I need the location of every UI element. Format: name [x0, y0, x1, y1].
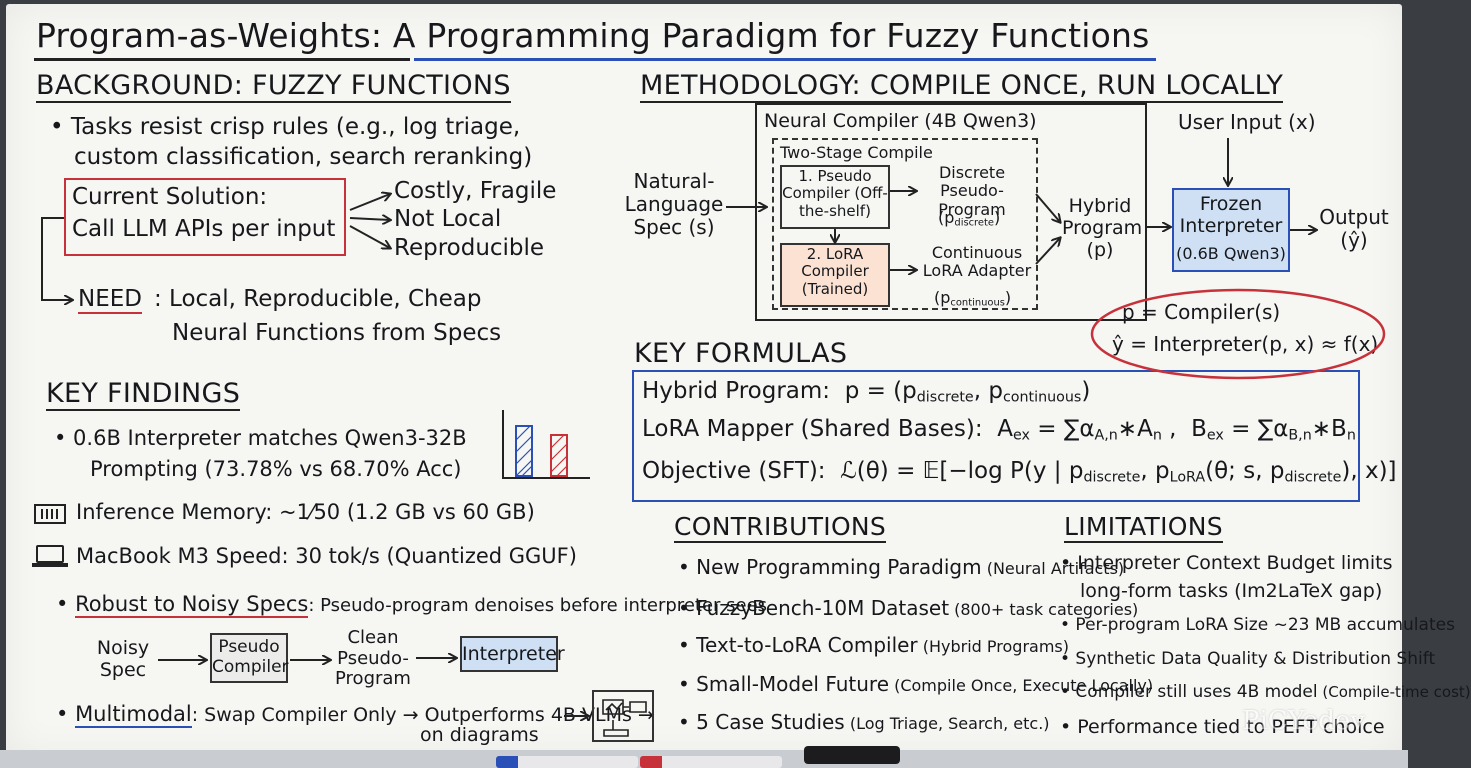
formula-objective: Objective (SFT): ℒ(θ) = 𝔼[−log P(y | pdi… [642, 458, 1397, 486]
drawback-costly: Costly, Fragile [394, 178, 557, 204]
background-bullet-line2: custom classification, search reranking) [74, 144, 533, 170]
limitation-item-line2: long-form tasks (Im2LaTeX gap) [1080, 580, 1383, 602]
robust-label: Robust to Noisy Specs [75, 592, 309, 618]
noisy-spec-label: Noisy Spec [96, 637, 150, 681]
drawback-not-local: Not Local [394, 206, 502, 232]
multimodal-line2: on diagrams [420, 724, 539, 746]
need-label: NEED [78, 286, 142, 314]
findings-heading: KEY FINDINGS [46, 378, 241, 411]
discrete-symbol: (pdiscrete) [938, 208, 1001, 229]
contribution-item: • New Programming Paradigm (Neural Artif… [678, 555, 1125, 579]
lora-compiler-label: 2. LoRA Compiler (Trained) [801, 245, 869, 298]
formula-lora-mapper: LoRA Mapper (Shared Bases): Aex = ∑αA,n∗… [642, 416, 1356, 444]
mini-bar-red [550, 434, 568, 477]
limitation-item: • Compiler still uses 4B model (Compile-… [1060, 682, 1471, 702]
arrow-discrete-to-hybrid [1035, 193, 1060, 222]
limitation-item: • Interpreter Context Budget limits [1060, 552, 1393, 574]
mini-bar-blue [515, 425, 533, 477]
finding-robust: • Robust to Noisy Specs: Pseudo-program … [56, 592, 768, 618]
robust-rest: : Pseudo-program denoises before interpr… [308, 595, 768, 616]
lora-compiler-box [780, 243, 890, 307]
memory-chip-icon [34, 504, 66, 524]
need-line1: : Local, Reproducible, Cheap [154, 286, 482, 312]
interpreter-small-box [460, 636, 558, 672]
diagram-icon-glyph [602, 699, 647, 737]
contribution-item: • Small-Model Future (Compile Once, Exec… [678, 672, 1154, 696]
limitation-item: • Per-program LoRA Size ~23 MB accumulat… [1060, 615, 1455, 635]
arrow-to-need [41, 217, 72, 300]
diagram-icon [592, 690, 654, 742]
background-heading: BACKGROUND: FUZZY FUNCTIONS [36, 70, 511, 103]
methodology-heading: METHODOLOGY: COMPILE ONCE, RUN LOCALLY [640, 70, 1284, 103]
whiteboard: Program-as-Weights: A Programming Paradi… [6, 4, 1471, 756]
current-solution-box [64, 178, 346, 256]
drawback-reproducible: Reproducible [394, 235, 545, 261]
formulas-heading: KEY FORMULAS [634, 338, 848, 369]
formulas-box [632, 370, 1360, 502]
arrow-continuous-to-hybrid [1035, 238, 1060, 265]
watermark: PiCYodev [1242, 706, 1365, 736]
formula-ellipse [1090, 288, 1386, 380]
limitations-heading: LIMITATIONS [1064, 512, 1223, 543]
arrow-to-not-local [349, 218, 390, 220]
connector-layer [41, 138, 1386, 737]
mini-chart-axes [502, 410, 590, 479]
clean-pseudo-label: Clean Pseudo-Program [335, 627, 411, 690]
user-input-label: User Input (x) [1178, 110, 1316, 134]
laptop-base [32, 563, 68, 567]
pseudo-compiler-label: 1. Pseudo Compiler (Off-the-shelf) [782, 167, 888, 220]
finding-multimodal: • Multimodal: Swap Compiler Only → Outpe… [56, 702, 654, 728]
interpreter-small-label: Interpreter [462, 643, 565, 665]
need-line2: Neural Functions from Specs [172, 320, 502, 346]
limitation-item: • Performance tied to PEFT choice [1060, 716, 1385, 738]
spec-label: Natural-Language Spec (s) [624, 169, 724, 239]
finding-memory: Inference Memory: ~1⁄50 (1.2 GB vs 60 GB… [76, 500, 535, 524]
neural-compiler-box [755, 103, 1147, 321]
finding-1-line2: Prompting (73.78% vs 68.70% Acc) [90, 457, 462, 481]
marker-red[interactable] [640, 756, 782, 768]
current-solution-line2: Call LLM APIs per input [72, 216, 336, 242]
arrow-to-costly [349, 194, 390, 211]
contribution-item: • 5 Case Studies (Log Triage, Search, et… [678, 710, 1050, 734]
two-stage-box [772, 138, 1038, 310]
continuous-output-label: Continuous LoRA Adapter [922, 243, 1032, 281]
contribution-item: • Text-to-LoRA Compiler (Hybrid Programs… [678, 633, 1070, 657]
hybrid-program-label: Hybrid Program (p) [1062, 195, 1143, 261]
marker-blue[interactable] [496, 756, 638, 768]
title-underline-blue [414, 58, 1156, 61]
contribution-item: • FuzzyBench-10M Dataset (800+ task cate… [678, 596, 1139, 620]
pseudo-compiler-small-box [210, 633, 288, 683]
contributions-heading: CONTRIBUTIONS [674, 512, 887, 543]
formula-hybrid: Hybrid Program: p = (pdiscrete, pcontinu… [642, 378, 1091, 406]
current-solution-line1: Current Solution: [72, 184, 268, 210]
continuous-symbol: (pcontinuous) [934, 288, 1012, 309]
multimodal-label: Multimodal [75, 702, 192, 728]
pseudo-compiler-box [780, 165, 890, 229]
formula-interpreter: ŷ = Interpreter(p, x) ≈ f(x) [1112, 332, 1379, 356]
neural-compiler-title: Neural Compiler (4B Qwen3) [764, 110, 1037, 132]
frozen-interpreter-box [1172, 188, 1290, 272]
limitation-item: • Synthetic Data Quality & Distribution … [1060, 649, 1436, 669]
arrow-to-reproducible [349, 225, 390, 248]
frozen-interpreter-sub: (0.6B Qwen3) [1176, 244, 1286, 263]
pseudo-compiler-small-label: Pseudo Compiler [212, 637, 289, 677]
laptop-icon [36, 545, 64, 563]
whiteboard-eraser[interactable] [804, 746, 900, 764]
page-title: Program-as-Weights: A Programming Paradi… [36, 16, 1150, 55]
finding-1-line1: • 0.6B Interpreter matches Qwen3-32B [54, 426, 467, 450]
multimodal-rest: : Swap Compiler Only → Outperforms 4B VL… [191, 704, 654, 726]
background-bullet-line1: • Tasks resist crisp rules (e.g., log tr… [50, 114, 521, 140]
frozen-interpreter-title: Frozen Interpreter [1179, 193, 1283, 237]
formula-compiler: p = Compiler(s) [1122, 300, 1281, 324]
title-underline-black [34, 58, 410, 61]
discrete-output-label: Discrete Pseudo-Program [938, 163, 1006, 219]
finding-speed: MacBook M3 Speed: 30 tok/s (Quantized GG… [76, 544, 577, 568]
two-stage-label: Two-Stage Compile [780, 143, 933, 162]
output-label: Output (ŷ) [1319, 205, 1389, 252]
